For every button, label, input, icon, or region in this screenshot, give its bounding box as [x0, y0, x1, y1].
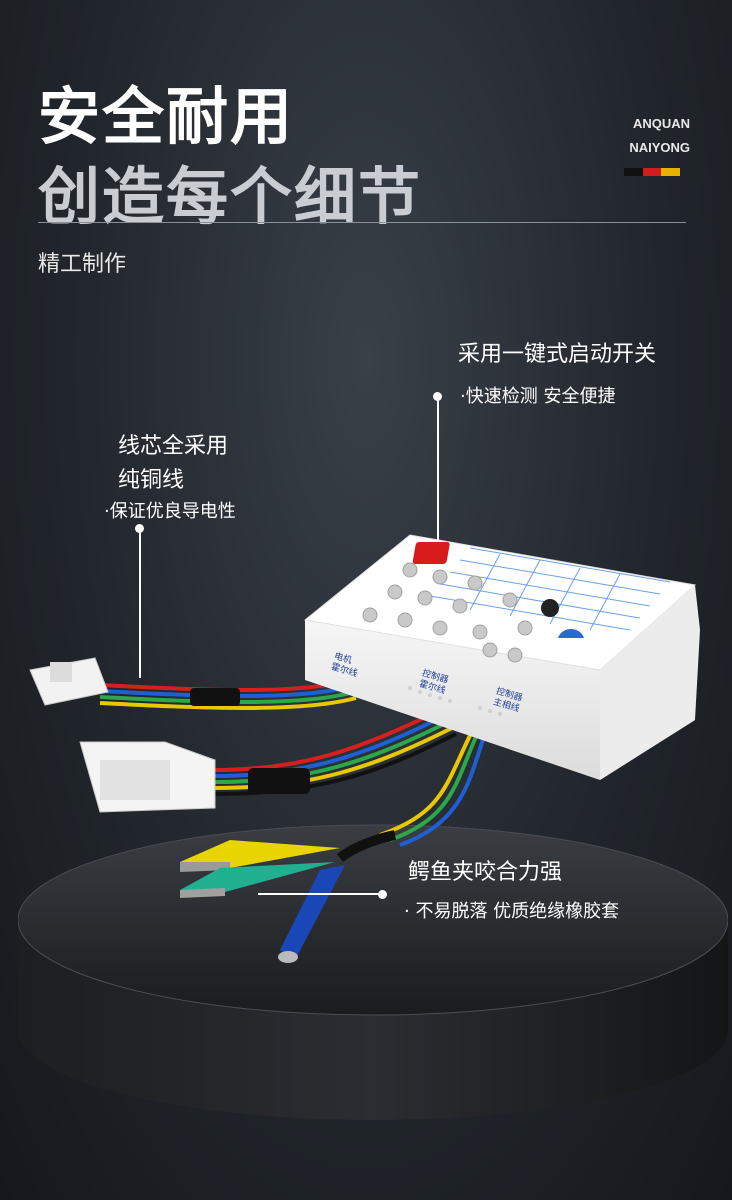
alligator-clip-green [180, 862, 335, 898]
callout-clip-sub: · 不易脱落 优质绝缘橡胶套 [404, 901, 620, 922]
test-button [541, 599, 559, 617]
cable-sleeve [248, 768, 310, 794]
header-divider [38, 222, 686, 223]
callout-wire-leader [139, 532, 141, 678]
cable-sleeve [190, 688, 240, 706]
led-indicators [362, 562, 533, 663]
power-switch [412, 542, 450, 564]
callout-clip-title: 鳄鱼夹咬合力强 [408, 860, 563, 885]
callout-switch-sub: ·快速检测 安全便捷 [460, 386, 616, 407]
connector-white-2 [79, 741, 216, 813]
callout-wire-title-2: 纯铜线 [118, 468, 185, 493]
connector-white-1 [29, 657, 109, 706]
port-holes [408, 686, 502, 716]
callout-clip-sub-text: 不易脱落 优质绝缘橡胶套 [415, 901, 620, 922]
section-subtitle: 精工制作 [38, 252, 127, 277]
callout-switch-leader [437, 400, 439, 540]
callout-wire-dot [135, 524, 144, 533]
alligator-clip-blue [278, 865, 345, 963]
headline-primary: 安全耐用 [38, 80, 295, 153]
brand-line-2: NAIYONG [629, 140, 690, 155]
display-pedestal [18, 824, 728, 1120]
stripe-yellow [661, 168, 681, 176]
callout-wire-sub: ·保证优良导电性 [104, 501, 236, 522]
brand-tag: ANQUAN NAIYONG [629, 112, 690, 160]
headline-secondary: 创造每个细节 [38, 160, 423, 233]
callout-wire-title-1: 线芯全采用 [118, 434, 229, 459]
callout-wire-sub-text: 保证优良导电性 [109, 501, 236, 522]
callout-clip-dot [378, 890, 387, 899]
stripe-black [624, 168, 643, 176]
brand-line-1: ANQUAN [632, 116, 690, 131]
color-stripe [624, 168, 681, 176]
callout-clip-leader [258, 893, 380, 895]
harness-motor-hall [99, 678, 357, 710]
wire-harness [29, 657, 492, 963]
brand-logo [558, 629, 584, 638]
callout-switch-title: 采用一键式启动开关 [458, 342, 657, 367]
tester-device [303, 534, 700, 780]
callout-switch-dot [433, 392, 442, 401]
stripe-red [642, 168, 662, 176]
callout-switch-sub-text: 快速检测 安全便捷 [465, 386, 616, 407]
